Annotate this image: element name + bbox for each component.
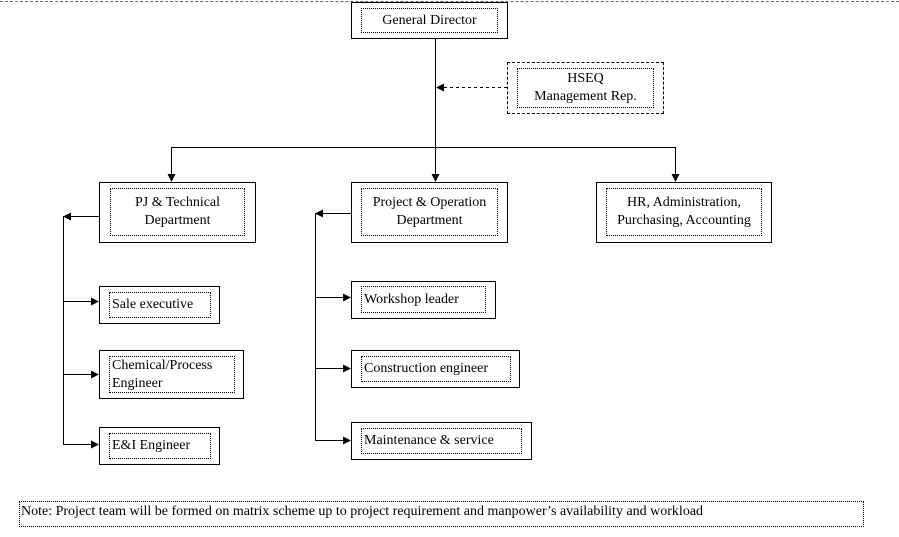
maintenance-service-label: Maintenance & service — [364, 433, 494, 448]
general-director-box: General Director — [351, 2, 508, 39]
project-operation-box: Project & Operation Department — [351, 182, 508, 243]
hseq-box: HSEQ Management Rep. — [507, 62, 664, 114]
hr-admin-box: HR, Administration, Purchasing, Accounti… — [596, 182, 772, 243]
ei-engineer-label: E&I Engineer — [112, 438, 191, 453]
project-operation-label: Project & Operation Department — [372, 195, 487, 228]
maintenance-service-box: Maintenance & service — [351, 422, 532, 460]
workshop-leader-box: Workshop leader — [351, 281, 496, 319]
hr-admin-label: HR, Administration, Purchasing, Accounti… — [617, 195, 751, 228]
ei-engineer-box: E&I Engineer — [99, 427, 220, 465]
chemical-process-box: Chemical/Process Engineer — [99, 350, 244, 399]
footnote: Note: Project team will be formed on mat… — [19, 501, 864, 527]
pj-technical-box: PJ & Technical Department — [99, 182, 256, 243]
chemical-process-label: Chemical/Process Engineer — [112, 357, 213, 391]
workshop-leader-label: Workshop leader — [364, 291, 459, 307]
general-director-label: General Director — [382, 12, 477, 28]
sale-executive-label: Sale executive — [112, 297, 194, 312]
top-divider — [0, 1, 899, 2]
construction-engineer-box: Construction engineer — [351, 350, 520, 388]
construction-engineer-label: Construction engineer — [364, 361, 489, 376]
hseq-label: HSEQ Management Rep. — [534, 71, 637, 104]
pj-technical-label: PJ & Technical Department — [134, 195, 221, 228]
sale-executive-box: Sale executive — [99, 286, 220, 324]
